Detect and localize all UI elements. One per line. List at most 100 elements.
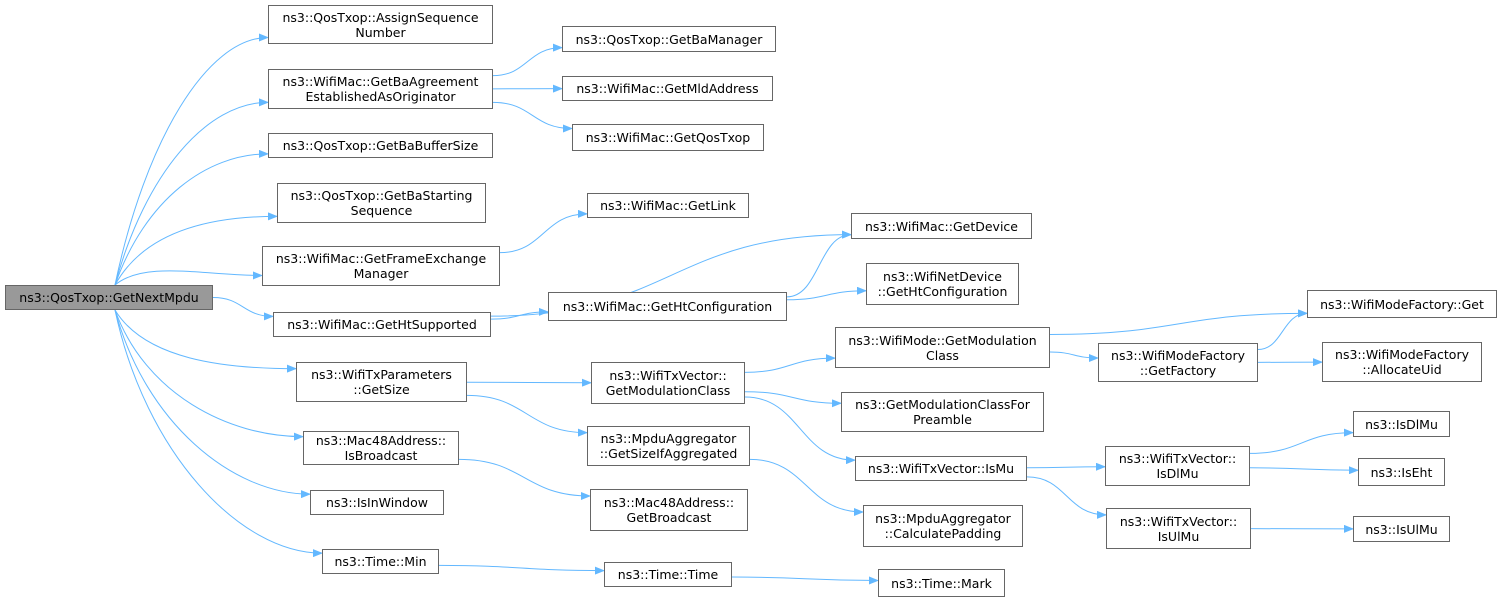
- node-label-line: ns3::WifiModeFactory: [1335, 347, 1469, 362]
- node-getQosTxop[interactable]: ns3::WifiMac::GetQosTxop: [572, 124, 764, 151]
- node-label-line: ns3::QosTxop::GetBaBufferSize: [282, 138, 479, 153]
- node-label-line: ns3::WifiTxVector::: [1119, 513, 1238, 529]
- node-isInWin[interactable]: ns3::IsInWindow: [310, 490, 444, 515]
- node-isUlMu[interactable]: ns3::IsUlMu: [1353, 516, 1450, 542]
- node-label-line: ns3::GetModulationClassFor: [855, 397, 1030, 412]
- edge-timeTime-to-timeMark: [731, 576, 879, 585]
- node-label-line: ns3::IsEht: [1370, 464, 1433, 480]
- node-label-line: ns3::WifiMode::GetModulation: [848, 332, 1037, 348]
- node-label-line: ns3::Time::Min: [334, 554, 427, 569]
- node-getHtSup[interactable]: ns3::WifiMac::GetHtSupported: [273, 312, 491, 337]
- node-label-line: ns3::WifiTxVector::: [1118, 451, 1237, 466]
- edge-isBcast-to-getBcast: [458, 458, 591, 500]
- node-label-line: Sequence: [350, 203, 413, 218]
- edge-txvIsMu-to-txvIsUlMu: [1026, 476, 1107, 519]
- edge-root-to-isBcast: [114, 309, 304, 441]
- node-timeMark[interactable]: ns3::Time::Mark: [878, 569, 1005, 597]
- edge-factGetFact-to-factGet: [1257, 309, 1308, 350]
- node-label-line: IsUlMu: [1157, 528, 1200, 544]
- node-label-line: ns3::WifiMac::GetBaAgreement: [282, 74, 479, 89]
- node-label-line: ns3::QosTxop::GetNextMpdu: [19, 290, 199, 305]
- node-label-line: Number: [355, 24, 406, 40]
- node-label-line: ns3::Mac48Address::: [315, 433, 447, 448]
- node-label-line: ns3::WifiMac::GetLink: [600, 198, 736, 213]
- node-root: ns3::QosTxop::GetNextMpdu: [5, 285, 213, 310]
- node-label-line: ns3::WifiTxVector::IsMu: [867, 461, 1015, 476]
- node-label-line: ::CalculatePadding: [884, 526, 1002, 541]
- edge-getHtConf-to-getDevice: [786, 230, 852, 298]
- edge-root-to-timeMin: [114, 309, 323, 558]
- node-devGetHtConf[interactable]: ns3::WifiNetDevice::GetHtConfiguration: [866, 263, 1019, 305]
- edge-root-to-getBaStart: [114, 212, 278, 286]
- node-txvIsDlMu[interactable]: ns3::WifiTxVector::IsDlMu: [1105, 446, 1250, 486]
- node-getBcast[interactable]: ns3::Mac48Address::GetBroadcast: [590, 489, 748, 531]
- node-label-line: ns3::WifiMac::GetQosTxop: [585, 130, 751, 145]
- edge-root-to-getFem: [114, 270, 263, 286]
- node-label-line: ns3::MpduAggregator: [875, 511, 1011, 526]
- node-label-line: GetBroadcast: [626, 510, 712, 525]
- edge-root-to-assignSeq: [114, 33, 269, 286]
- node-label-line: ns3::Time::Mark: [891, 575, 992, 591]
- node-timeTime[interactable]: ns3::Time::Time: [604, 562, 732, 587]
- node-calcPad[interactable]: ns3::MpduAggregator::CalculatePadding: [863, 505, 1023, 547]
- node-label-line: ns3::WifiNetDevice: [883, 269, 1002, 284]
- node-factAlloc[interactable]: ns3::WifiModeFactory::AllocateUid: [1322, 342, 1482, 382]
- edge-modeGetMod-to-factGetFact: [1049, 351, 1099, 362]
- edge-txvIsDlMu-to-isEht: [1249, 466, 1359, 475]
- node-label-line: Preamble: [913, 412, 972, 427]
- node-mpduSizeIfAgg[interactable]: ns3::MpduAggregator::GetSizeIfAggregated: [587, 426, 750, 466]
- node-getBaMgr[interactable]: ns3::QosTxop::GetBaManager: [562, 26, 776, 52]
- edge-txvGetMod-to-modeGetMod: [744, 354, 836, 373]
- node-factGet[interactable]: ns3::WifiModeFactory::Get: [1307, 290, 1497, 318]
- edge-txvIsDlMu-to-isDlMu: [1249, 428, 1354, 454]
- node-label-line: ns3::QosTxop::GetBaManager: [575, 31, 763, 47]
- node-txParGetSize[interactable]: ns3::WifiTxParameters::GetSize: [296, 362, 467, 402]
- node-label-line: Class: [926, 347, 959, 363]
- edge-getBaAgree-to-getBaMgr: [492, 43, 563, 77]
- node-getMld[interactable]: ns3::WifiMac::GetMldAddress: [562, 76, 773, 101]
- node-label-line: ns3::WifiMac::GetMldAddress: [576, 81, 759, 96]
- node-isEht[interactable]: ns3::IsEht: [1358, 458, 1445, 486]
- node-label-line: ns3::WifiModeFactory::Get: [1320, 296, 1484, 312]
- node-label-line: ns3::WifiMac::GetHtSupported: [287, 317, 477, 332]
- node-label-line: ns3::Mac48Address::: [603, 495, 735, 510]
- node-getLink[interactable]: ns3::WifiMac::GetLink: [587, 193, 749, 218]
- node-factGetFact[interactable]: ns3::WifiModeFactory::GetFactory: [1098, 343, 1258, 382]
- node-getBaBuf[interactable]: ns3::QosTxop::GetBaBufferSize: [268, 133, 493, 158]
- node-isDlMu[interactable]: ns3::IsDlMu: [1353, 411, 1450, 437]
- node-isBcast[interactable]: ns3::Mac48Address::IsBroadcast: [303, 431, 459, 465]
- node-label-line: ::GetSizeIfAggregated: [599, 446, 738, 461]
- edge-getHtSup-to-getHtConf: [490, 307, 549, 320]
- node-txvIsMu[interactable]: ns3::WifiTxVector::IsMu: [855, 456, 1027, 481]
- node-label-line: ns3::QosTxop::AssignSequence: [282, 9, 479, 25]
- node-label-line: ns3::WifiMac::GetDevice: [864, 218, 1018, 234]
- node-getHtConf[interactable]: ns3::WifiMac::GetHtConfiguration: [548, 292, 787, 321]
- edge-txParGetSize-to-mpduSizeIfAgg: [466, 394, 588, 437]
- node-getDevice[interactable]: ns3::WifiMac::GetDevice: [851, 213, 1032, 239]
- edge-getBaAgree-to-getQosTxop: [492, 101, 573, 133]
- edge-root-to-txParGetSize: [114, 309, 297, 373]
- node-txvGetMod[interactable]: ns3::WifiTxVector::GetModulationClass: [591, 362, 745, 404]
- node-label-line: ns3::MpduAggregator: [600, 431, 737, 446]
- node-label-line: ::AllocateUid: [1362, 362, 1442, 377]
- node-txvIsUlMu[interactable]: ns3::WifiTxVector::IsUlMu: [1106, 508, 1251, 549]
- node-label-line: ns3::WifiMac::GetHtConfiguration: [562, 299, 773, 314]
- node-timeMin[interactable]: ns3::Time::Min: [322, 549, 439, 574]
- node-label-line: ::GetHtConfiguration: [877, 284, 1008, 299]
- edge-root-to-isInWin: [114, 309, 311, 499]
- edge-txvGetMod-to-txvIsMu: [744, 396, 856, 465]
- node-label-line: ns3::WifiTxParameters: [311, 367, 452, 382]
- edge-root-to-getBaBuf: [114, 149, 269, 286]
- node-label-line: ns3::IsInWindow: [326, 495, 428, 510]
- node-label-line: ::GetFactory: [1139, 362, 1217, 378]
- node-label-line: Manager: [353, 266, 409, 281]
- node-label-line: ns3::QosTxop::GetBaStarting: [290, 188, 473, 203]
